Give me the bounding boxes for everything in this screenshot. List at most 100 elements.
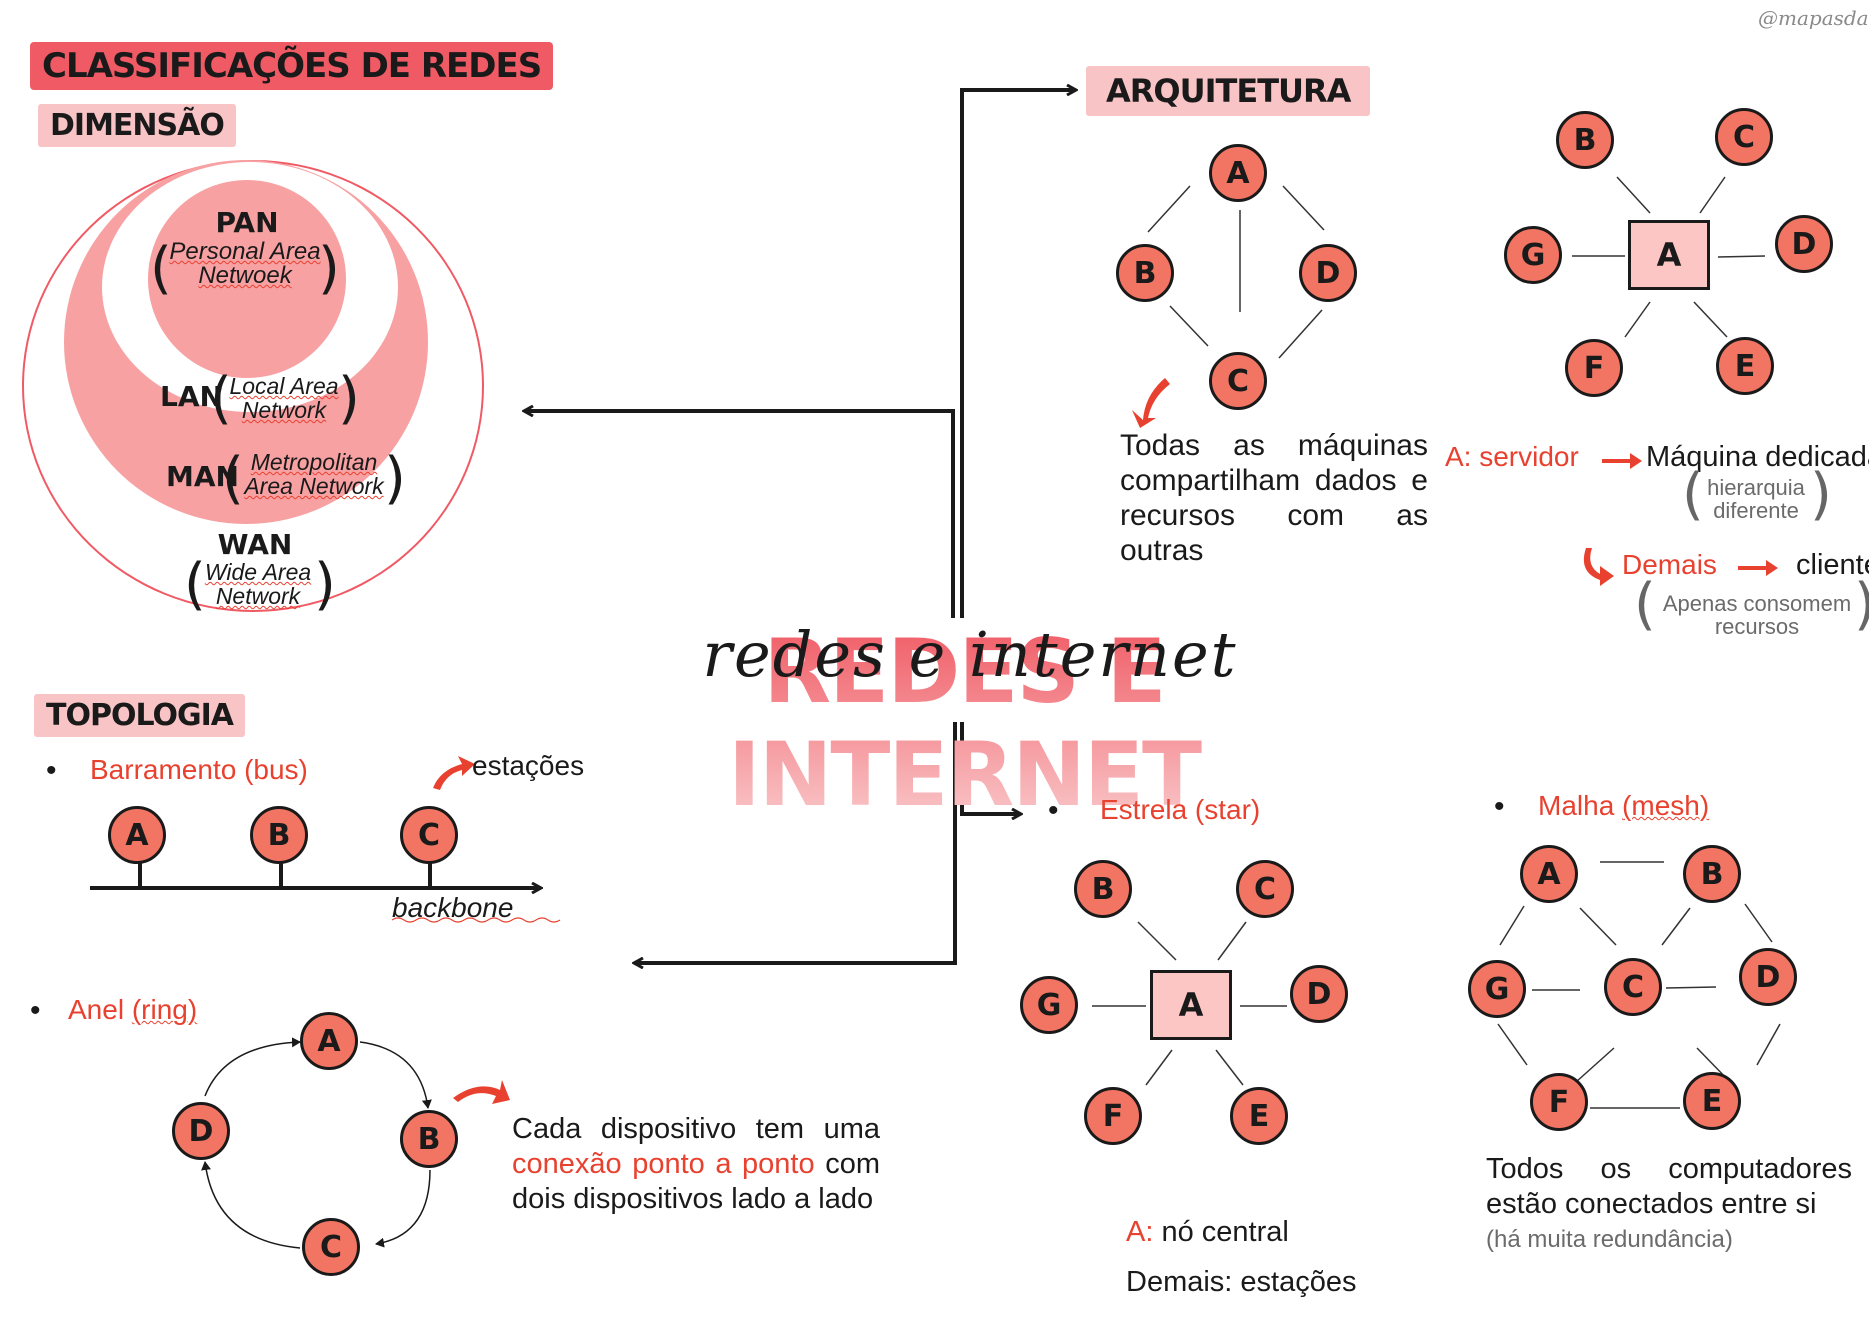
bus-node-c: C — [400, 806, 458, 864]
mesh-node-a: A — [1520, 845, 1578, 903]
wan-paren-left: ( — [184, 552, 206, 617]
lan-abbr: LAN — [160, 380, 223, 413]
cs-others-note-paren-left: ( — [1634, 572, 1656, 637]
lan-paren-left: ( — [210, 366, 232, 431]
p2p-links — [1147, 185, 1325, 359]
wan-abbr: WAN — [217, 528, 293, 561]
backbone-wavy-underline — [391, 917, 561, 923]
ring-node-c: C — [302, 1218, 360, 1276]
star-node-b: B — [1074, 860, 1132, 918]
star-node-c: C — [1236, 860, 1294, 918]
cs-server-key: A: servidor — [1445, 441, 1579, 472]
ring-bullet: • — [30, 994, 41, 1027]
pan-paren-right: ) — [318, 236, 340, 301]
client-server-links — [1572, 176, 1766, 338]
man-name: Metropolitan Area Network — [244, 449, 384, 499]
cs-node-e: E — [1716, 337, 1774, 395]
curved-arrow-ring — [453, 1080, 510, 1104]
center-title-block: REDES E INTERNET — [624, 620, 1304, 826]
arrow-to-topologia — [635, 722, 957, 963]
cs-others-value: clientes — [1796, 549, 1869, 581]
star-node-e: E — [1230, 1087, 1288, 1145]
topologia-heading: TOPOLOGIA — [34, 694, 246, 737]
dimensao-heading: DIMENSÃO — [38, 104, 236, 147]
ring-node-a: A — [300, 1012, 358, 1070]
arrow-to-arquitetura — [960, 90, 1075, 618]
cs-server-node: A — [1628, 220, 1710, 290]
cs-others-note: Apenas consomem recursos — [1662, 591, 1852, 639]
wan-paren-right: ) — [314, 552, 336, 617]
arrow-to-dimensao — [525, 411, 955, 618]
wan-name: Wide Area Network — [204, 559, 312, 609]
mesh-node-c: C — [1604, 958, 1662, 1016]
mesh-label: Malha (mesh) — [1538, 790, 1710, 821]
arquitetura-heading: ARQUITETURA — [1086, 66, 1371, 116]
bus-backbone — [90, 860, 540, 888]
section-title: CLASSIFICAÇÕES DE REDES — [30, 42, 554, 90]
center-title-script: redes e internet — [702, 618, 1238, 691]
ring-description: Cada dispositivo tem uma conexão ponto a… — [512, 1113, 880, 1215]
mesh-note: (há muita redundância) — [1486, 1226, 1733, 1253]
man-paren-left: ( — [222, 446, 244, 511]
bus-node-b: B — [250, 806, 308, 864]
bus-node-a: A — [108, 806, 166, 864]
star-node-f: F — [1084, 1087, 1142, 1145]
mesh-node-e: E — [1683, 1072, 1741, 1130]
cs-server-note-paren-left: ( — [1682, 462, 1704, 527]
pan-abbr: PAN — [215, 206, 279, 239]
cs-others-key: Demais — [1622, 549, 1717, 580]
pan-circle — [148, 180, 346, 378]
mesh-description: Todos os computadores estão conectados e… — [1486, 1153, 1852, 1220]
accent-arrows — [433, 378, 1778, 1104]
curved-arrow-estacoes — [433, 756, 475, 790]
mesh-node-g: G — [1468, 960, 1526, 1018]
bus-label: Barramento (bus) — [90, 754, 308, 785]
mesh-bullet: • — [1494, 790, 1505, 823]
ring-links — [201, 1037, 432, 1249]
backbone-label: backbone — [392, 892, 514, 923]
star-others-note: Demais: estações — [1126, 1266, 1357, 1298]
cs-server-note: hierarquia diferente — [1707, 475, 1805, 523]
p2p-node-c: C — [1209, 352, 1267, 410]
star-center-node: A — [1150, 970, 1232, 1040]
lan-name: Local Area Network — [229, 373, 339, 423]
pan-paren-left: ( — [150, 236, 172, 301]
cs-server-value: Máquina dedicada — [1646, 441, 1869, 473]
p2p-node-a: A — [1209, 144, 1267, 202]
p2p-node-b: B — [1116, 244, 1174, 302]
ring-node-d: D — [172, 1102, 230, 1160]
p2p-description: Todas as máquinas compartilham dados e r… — [1120, 429, 1428, 567]
arrow-demais — [1738, 560, 1778, 576]
cs-others-note-paren-right: ) — [1854, 572, 1869, 637]
star-bullet: • — [1048, 794, 1059, 827]
man-abbr: MAN — [166, 460, 239, 493]
curved-arrow-demais — [1583, 548, 1614, 586]
star-note: A: nó central — [1126, 1216, 1289, 1248]
credit-handle: @mapasdatu — [1758, 6, 1869, 30]
arrow-servidor — [1602, 453, 1642, 469]
cs-server-note-paren-right: ) — [1810, 462, 1832, 527]
ring-node-b: B — [400, 1110, 458, 1168]
cs-node-g: G — [1504, 226, 1562, 284]
man-paren-right: ) — [384, 446, 406, 511]
bus-stations-label: estações — [472, 750, 585, 781]
cs-node-d: D — [1775, 215, 1833, 273]
pan-name: Personal Area Netwoek — [169, 238, 321, 289]
arrow-to-estrela — [960, 722, 1020, 814]
star-node-g: G — [1020, 976, 1078, 1034]
mesh-node-d: D — [1739, 948, 1797, 1006]
star-links — [1092, 921, 1287, 1086]
p2p-node-d: D — [1299, 244, 1357, 302]
mesh-node-b: B — [1683, 845, 1741, 903]
bus-bullet: • — [46, 754, 57, 787]
star-node-d: D — [1290, 965, 1348, 1023]
star-label: Estrela (star) — [1100, 794, 1261, 825]
curved-arrow-p2p — [1132, 378, 1170, 428]
mesh-node-f: F — [1530, 1073, 1588, 1131]
ring-label: Anel (ring) — [68, 994, 198, 1025]
cs-node-f: F — [1565, 339, 1623, 397]
lan-paren-right: ) — [338, 366, 360, 431]
cs-node-c: C — [1715, 108, 1773, 166]
cs-node-b: B — [1556, 111, 1614, 169]
